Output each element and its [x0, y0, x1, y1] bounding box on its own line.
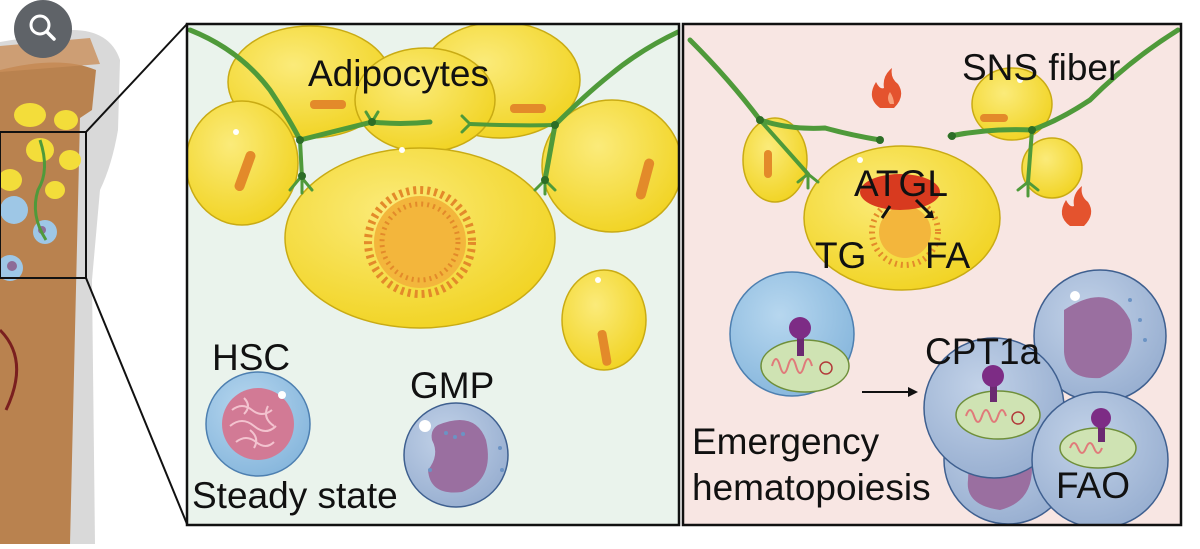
search-icon	[29, 14, 56, 41]
sns-nerve-fiber-right	[687, 27, 1181, 198]
steady-panel-border	[185, 22, 681, 527]
hsc-cell	[205, 371, 311, 477]
flame-icon	[1061, 186, 1092, 226]
lipid-droplet	[364, 186, 476, 298]
adipocyte-cluster	[187, 24, 679, 371]
bone-adipocytes	[0, 103, 81, 199]
atgl-label: ATGL	[854, 163, 948, 204]
zoom-line-top	[85, 23, 188, 133]
flame-icon	[871, 68, 902, 108]
steady-state-panel: Adipocytes HSC GMP Steady state	[185, 22, 681, 527]
hematopoiesis-label: hematopoiesis	[692, 467, 931, 508]
hsc-label: HSC	[212, 337, 290, 378]
differentiating-cells	[923, 337, 1169, 525]
adipocytes-label: Adipocytes	[308, 53, 489, 94]
emergency-label: Emergency	[692, 421, 880, 462]
lipid-droplet-small	[869, 196, 941, 268]
fa-label: FA	[925, 235, 971, 276]
bone-section	[0, 30, 120, 544]
gmp-cell-emergency	[1033, 269, 1167, 403]
tg-label: TG	[815, 235, 866, 276]
steady-state-label: Steady state	[192, 475, 398, 516]
gmp-label: GMP	[410, 365, 494, 406]
atgl-enzyme	[860, 174, 940, 210]
emergency-panel: SNS fiber ATGL TG FA CPT1a FAO Emergency…	[681, 22, 1183, 527]
bone-cells	[0, 196, 57, 281]
lipolytic-adipocytes	[742, 67, 1083, 291]
sns-fiber-label: SNS fiber	[962, 47, 1120, 88]
fao-label: FAO	[1056, 465, 1130, 506]
transition-arrow	[862, 387, 918, 397]
emergency-panel-border	[681, 22, 1183, 527]
search-button[interactable]	[14, 0, 72, 58]
gmp-cell	[403, 402, 509, 508]
hsc-cell-emergency	[729, 271, 855, 397]
atgl-conversion-arrows	[880, 198, 932, 219]
zoom-line-bottom	[85, 277, 188, 525]
cpt1a-label: CPT1a	[925, 331, 1041, 372]
